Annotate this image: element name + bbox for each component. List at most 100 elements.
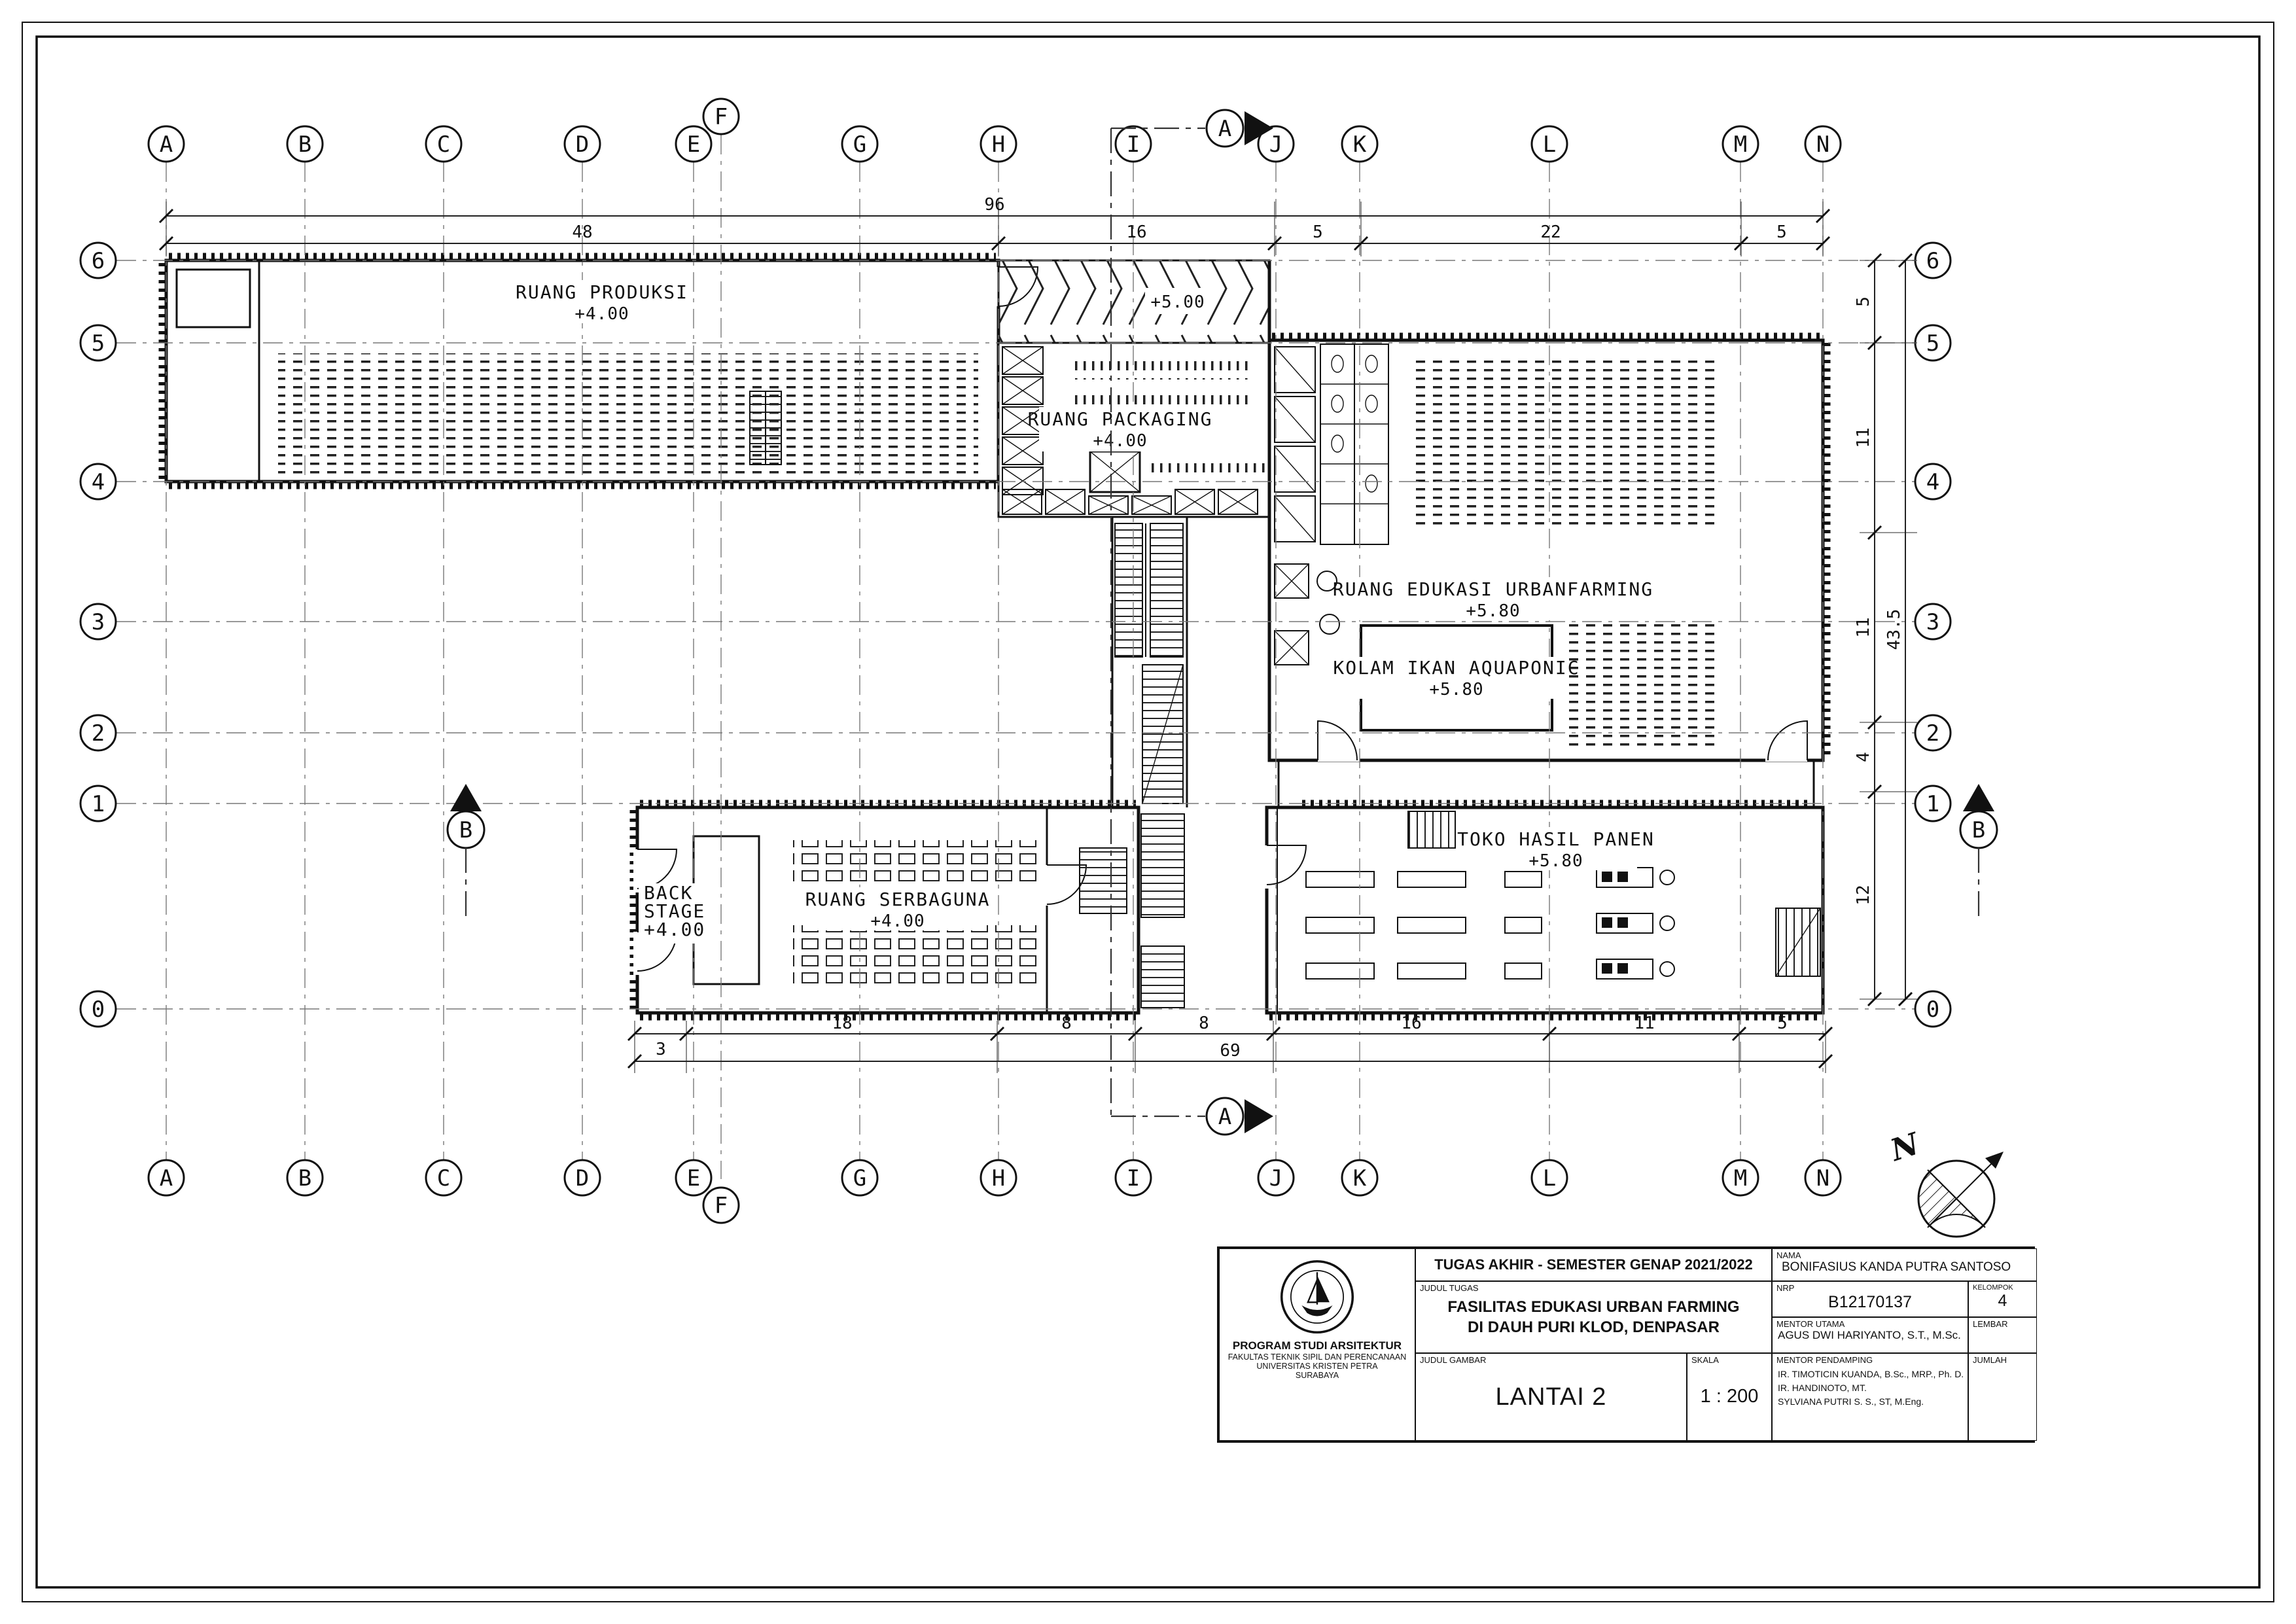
grid-bubble-top-a: A (147, 125, 185, 163)
grid-bubble-top-f: F (702, 97, 740, 135)
grid-bubble-right-4: 4 (1914, 463, 1952, 501)
skala-label: SKALA (1691, 1355, 1719, 1365)
dimensions-bottom: 3 18 8 8 16 11 5 69 (627, 1014, 1833, 1073)
judul-tugas-cell: JUDUL TUGAS FASILITAS EDUKASI URBAN FARM… (1415, 1281, 1772, 1353)
section-marker-b-right: B (1959, 784, 1998, 921)
grid-bubble-left-6: 6 (79, 241, 117, 279)
building-produksi (158, 253, 1039, 489)
grid-bubbles-left: 6 5 4 3 2 1 0 (79, 241, 117, 1028)
svg-text:N: N (1816, 132, 1829, 158)
judul-tugas-line2: DI DAUH PURI KLOD, DENPASAR (1468, 1318, 1720, 1337)
stair-block-lower (1140, 945, 1185, 1008)
packing-rack (1073, 357, 1248, 380)
dim-right-3: 11 (1854, 617, 1873, 637)
svg-text:4: 4 (1926, 469, 1939, 495)
svg-text:0: 0 (1926, 997, 1939, 1023)
svg-text:1: 1 (92, 791, 105, 817)
grid-bubble-top-g: G (841, 125, 879, 163)
judul-gambar-value: LANTAI 2 (1495, 1383, 1607, 1411)
grid-bubble-top-n: N (1804, 125, 1842, 163)
grid-bubble-right-6: 6 (1914, 241, 1952, 279)
svg-text:D: D (576, 1165, 589, 1192)
planting-beds-lower (1567, 622, 1721, 749)
svg-text:G: G (853, 132, 866, 158)
dim-bottom-4: 8 (1199, 1014, 1209, 1033)
svg-text:+4.00: +4.00 (644, 919, 705, 940)
grid-bubble-top-c: C (425, 125, 463, 163)
svg-text:2: 2 (1926, 720, 1939, 747)
grid-bubble-bottom-k: K (1341, 1159, 1379, 1197)
grid-bubbles-right: 6 5 4 3 2 1 0 (1914, 241, 1952, 1028)
svg-text:+5.80: +5.80 (1429, 680, 1483, 699)
mentor-utama-cell: MENTOR UTAMA AGUS DWI HARIYANTO, S.T., M… (1772, 1317, 1968, 1353)
title-block: PROGRAM STUDI ARSITEKTUR FAKULTAS TEKNIK… (1217, 1246, 2037, 1443)
room-label-kolam: KOLAM IKAN AQUAPONIC +5.80 (1333, 657, 1580, 699)
room-labels: RUANG PRODUKSI +4.00 +5.00 RUANG PACKAGI… (516, 280, 1653, 944)
universitas: UNIVERSITAS KRISTEN PETRA (1256, 1362, 1378, 1371)
room-label-ramp: +5.00 (1145, 288, 1210, 314)
dim-top-5: 5 (1776, 222, 1787, 242)
svg-text:H: H (992, 132, 1005, 158)
judul-gambar-label: JUDUL GAMBAR (1420, 1355, 1487, 1365)
grid-bubble-left-4: 4 (79, 463, 117, 501)
mentor-pendamping-label: MENTOR PENDAMPING (1776, 1355, 1873, 1365)
grid-bubble-left-1: 1 (79, 785, 117, 822)
svg-text:A: A (160, 132, 173, 158)
grid-bubble-bottom-l: L (1530, 1159, 1568, 1197)
svg-text:M: M (1734, 1165, 1747, 1192)
nrp-label: NRP (1776, 1283, 1795, 1293)
svg-text:M: M (1734, 132, 1747, 158)
grid-bubble-top-e: E (675, 125, 713, 163)
grid-bubble-top-h: H (980, 125, 1017, 163)
svg-text:6: 6 (92, 248, 105, 274)
dim-bottom-5: 16 (1401, 1014, 1421, 1033)
packing-rack (1073, 387, 1248, 404)
planting-beds-upper (1413, 357, 1721, 525)
stair-toko-top (1407, 811, 1456, 849)
program-studi: PROGRAM STUDI ARSITEKTUR (1232, 1339, 1402, 1352)
svg-text:A: A (160, 1165, 173, 1192)
svg-text:I: I (1127, 132, 1140, 158)
svg-text:A: A (1218, 1104, 1231, 1130)
grid-bubble-bottom-c: C (425, 1159, 463, 1197)
svg-text:KOLAM IKAN AQUAPONIC: KOLAM IKAN AQUAPONIC (1333, 657, 1580, 679)
svg-text:RUANG PACKAGING: RUANG PACKAGING (1028, 408, 1213, 430)
kota: SURABAYA (1295, 1371, 1339, 1380)
dimensions-right: 5 11 11 4 12 43.5 (1854, 253, 1917, 1007)
titleblock-header: TUGAS AKHIR - SEMESTER GENAP 2021/2022 (1415, 1248, 1772, 1281)
judul-gambar-cell: JUDUL GAMBAR LANTAI 2 (1415, 1353, 1687, 1441)
grid-bubbles-top: A B C D E F G H I J K L M N (147, 97, 1842, 163)
grid-bubble-top-m: M (1722, 125, 1759, 163)
grid-bubble-bottom-f: F (702, 1186, 740, 1224)
dim-bottom-1: 3 (656, 1040, 666, 1059)
grid-bubble-bottom-d: D (563, 1159, 601, 1197)
svg-text:E: E (687, 1165, 700, 1192)
dim-bottom-3: 8 (1061, 1014, 1072, 1033)
svg-text:+5.80: +5.80 (1528, 851, 1583, 871)
svg-text:+4.00: +4.00 (574, 304, 629, 324)
service-shafts (1274, 346, 1316, 542)
svg-text:5: 5 (1926, 330, 1939, 357)
svg-text:E: E (687, 132, 700, 158)
svg-text:RUANG PRODUKSI: RUANG PRODUKSI (516, 281, 688, 303)
planting-racks-produksi (278, 353, 978, 478)
svg-text:D: D (576, 132, 589, 158)
room-label-serbaguna: RUANG SERBAGUNA +4.00 (805, 887, 989, 931)
checkout-counters (1596, 867, 1675, 980)
north-label: N (1885, 1125, 1924, 1169)
svg-text:C: C (437, 1165, 450, 1192)
dim-bottom-7: 5 (1777, 1014, 1788, 1033)
svg-text:J: J (1269, 132, 1282, 158)
storage-racks-bottom (1002, 489, 1258, 515)
grid-bubble-bottom-e: E (675, 1159, 713, 1197)
dim-bottom-6: 11 (1634, 1014, 1654, 1033)
university-logo (1280, 1260, 1354, 1334)
stair-serbaguna (1079, 847, 1127, 914)
svg-text:F: F (715, 104, 728, 130)
svg-text:6: 6 (1926, 248, 1939, 274)
seating-area-rear (793, 925, 1042, 985)
sheet-border (22, 22, 2274, 1602)
section-marker-a-top: A (1205, 109, 1273, 148)
svg-text:B: B (298, 132, 311, 158)
